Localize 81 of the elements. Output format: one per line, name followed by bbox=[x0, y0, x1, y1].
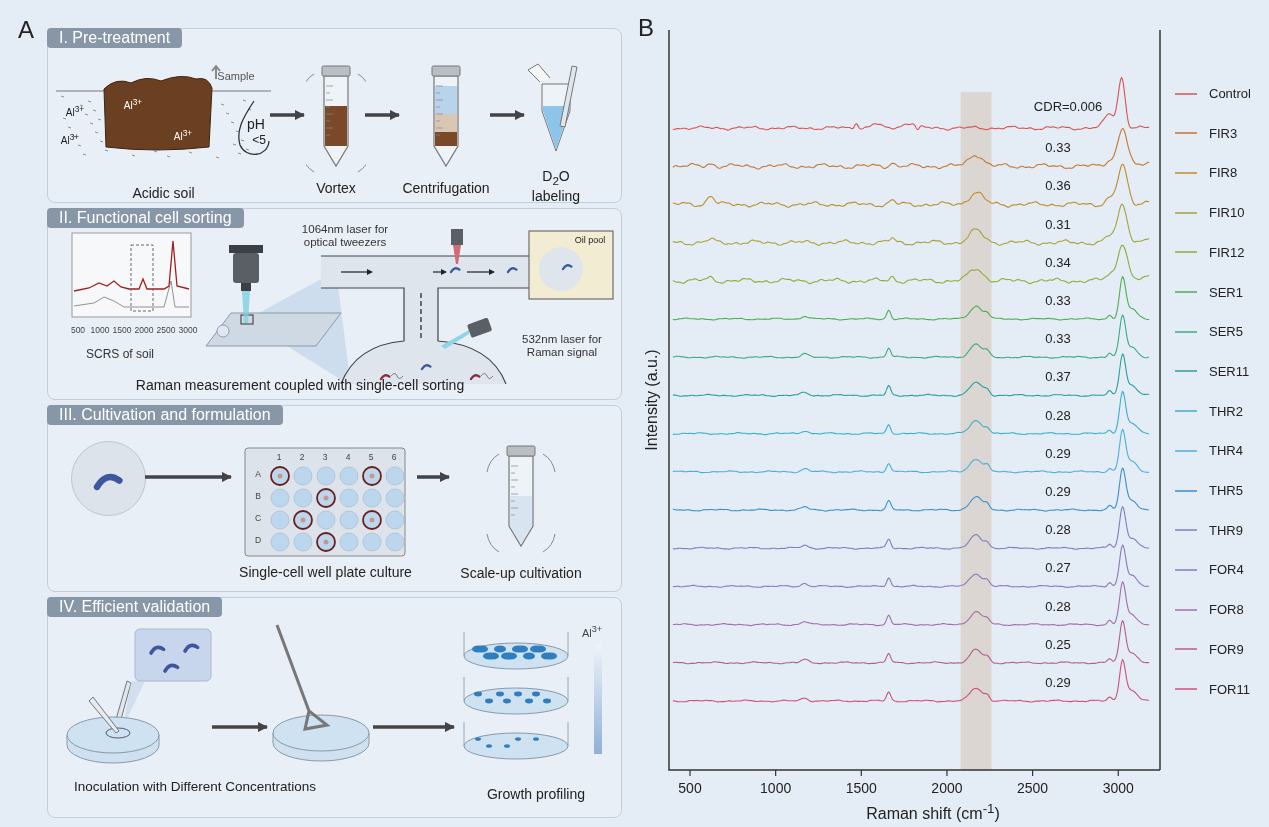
axis-title: Intensity (a.u.) bbox=[642, 349, 661, 451]
ph-label: <5 bbox=[252, 134, 266, 148]
legend-label: FIR10 bbox=[1209, 205, 1245, 221]
annotation: Oil pool bbox=[574, 234, 606, 246]
value-label: 0.29 bbox=[1045, 675, 1071, 691]
value-label: 0.28 bbox=[1045, 599, 1071, 615]
value-label: 0.33 bbox=[1045, 331, 1071, 347]
legend-label: FOR8 bbox=[1209, 602, 1244, 618]
section-heading: I. Pre-treatment bbox=[47, 28, 183, 48]
tick-label: 3000 bbox=[178, 326, 198, 336]
tick-label: 3000 bbox=[1102, 779, 1134, 797]
step-caption: Scale-up cultivation bbox=[460, 565, 582, 583]
legend-label: THR4 bbox=[1209, 443, 1243, 459]
legend-label: THR2 bbox=[1209, 403, 1243, 419]
caption: Raman measurement coupled with single-cell sorting bbox=[135, 376, 465, 394]
column-label: 2 bbox=[299, 453, 305, 463]
legend-label: FIR8 bbox=[1209, 165, 1238, 181]
ion-label: Al$^{3+}$ bbox=[60, 133, 80, 147]
column-label: 3 bbox=[322, 453, 328, 463]
tick-label: 1000 bbox=[90, 326, 110, 336]
tick-label: 1500 bbox=[112, 326, 132, 336]
column-label: 1 bbox=[276, 453, 282, 463]
tick-label: 1000 bbox=[760, 779, 792, 797]
caption: Inoculation with Different Concentrations bbox=[73, 779, 317, 795]
tick-label: 1500 bbox=[845, 779, 877, 797]
value-label: 0.31 bbox=[1045, 217, 1071, 233]
step-caption: D$_{2}$O labeling bbox=[530, 168, 582, 206]
value-label: 0.29 bbox=[1045, 446, 1071, 462]
ph-label: pH bbox=[247, 115, 265, 133]
legend-label: SER11 bbox=[1209, 363, 1250, 379]
annotation: 1064nm laser for optical tweezers bbox=[300, 222, 390, 250]
tick-label: 2000 bbox=[134, 326, 154, 336]
value-label: 0.28 bbox=[1045, 522, 1071, 538]
value-label: 0.36 bbox=[1045, 178, 1071, 194]
tick-label: 500 bbox=[70, 326, 86, 336]
value-label: 0.33 bbox=[1045, 293, 1071, 309]
row-label: B bbox=[255, 492, 261, 502]
value-label: 0.34 bbox=[1045, 255, 1071, 271]
step-caption: Single-cell well plate culture bbox=[239, 564, 412, 582]
panel-letter: B bbox=[638, 14, 654, 42]
legend-label: FIR3 bbox=[1209, 125, 1238, 141]
annotation: Sample bbox=[217, 69, 255, 83]
annotation: 532nm laser for Raman signal bbox=[521, 332, 603, 360]
value-label: 0.28 bbox=[1045, 408, 1071, 424]
tick-label: 500 bbox=[678, 779, 702, 797]
step-caption: Growth profiling bbox=[487, 786, 585, 804]
value-label: 0.33 bbox=[1045, 140, 1071, 156]
value-label: 0.27 bbox=[1045, 560, 1071, 576]
value-label: 0.37 bbox=[1045, 369, 1071, 385]
row-label: D bbox=[254, 536, 262, 546]
panel-letter: A bbox=[18, 16, 34, 44]
legend-label: THR5 bbox=[1209, 483, 1243, 498]
tick-label: 2500 bbox=[156, 326, 176, 336]
legend-label: Control bbox=[1209, 86, 1251, 101]
ion-label: Al$^{3+}$ bbox=[581, 624, 603, 640]
tick-label: 2500 bbox=[1017, 779, 1049, 797]
legend-label: SER1 bbox=[1209, 284, 1243, 300]
ion-label: Al$^{3+}$ bbox=[65, 105, 85, 119]
legend-label: SER5 bbox=[1209, 324, 1243, 340]
row-label: C bbox=[254, 514, 262, 524]
step-caption: Centrifugation bbox=[402, 180, 490, 198]
value-label: 0.25 bbox=[1045, 637, 1071, 653]
column-label: 5 bbox=[368, 453, 374, 463]
step-caption: Vortex bbox=[316, 180, 356, 198]
section-heading: II. Functional cell sorting bbox=[47, 208, 244, 228]
section-heading: IV. Efficient validation bbox=[47, 597, 223, 617]
caption: SCRS of soil bbox=[86, 348, 154, 362]
tick-label: 2000 bbox=[931, 779, 963, 797]
row-label: A bbox=[255, 470, 261, 480]
legend-label: THR9 bbox=[1209, 522, 1243, 538]
legend-label: FOR11 bbox=[1209, 681, 1250, 697]
column-label: 6 bbox=[391, 453, 397, 463]
step-caption: Acidic soil bbox=[132, 185, 195, 203]
value-label: 0.29 bbox=[1045, 484, 1071, 500]
column-label: 4 bbox=[345, 453, 351, 463]
section-heading: III. Cultivation and formulation bbox=[47, 405, 283, 425]
legend-label: FIR12 bbox=[1209, 244, 1245, 260]
legend-label: FOR4 bbox=[1209, 562, 1244, 578]
axis-title: Raman shift (cm$^{-1}$) bbox=[866, 800, 1000, 824]
legend-label: FOR9 bbox=[1209, 641, 1244, 657]
value-label: CDR=0.006 bbox=[1033, 99, 1103, 115]
